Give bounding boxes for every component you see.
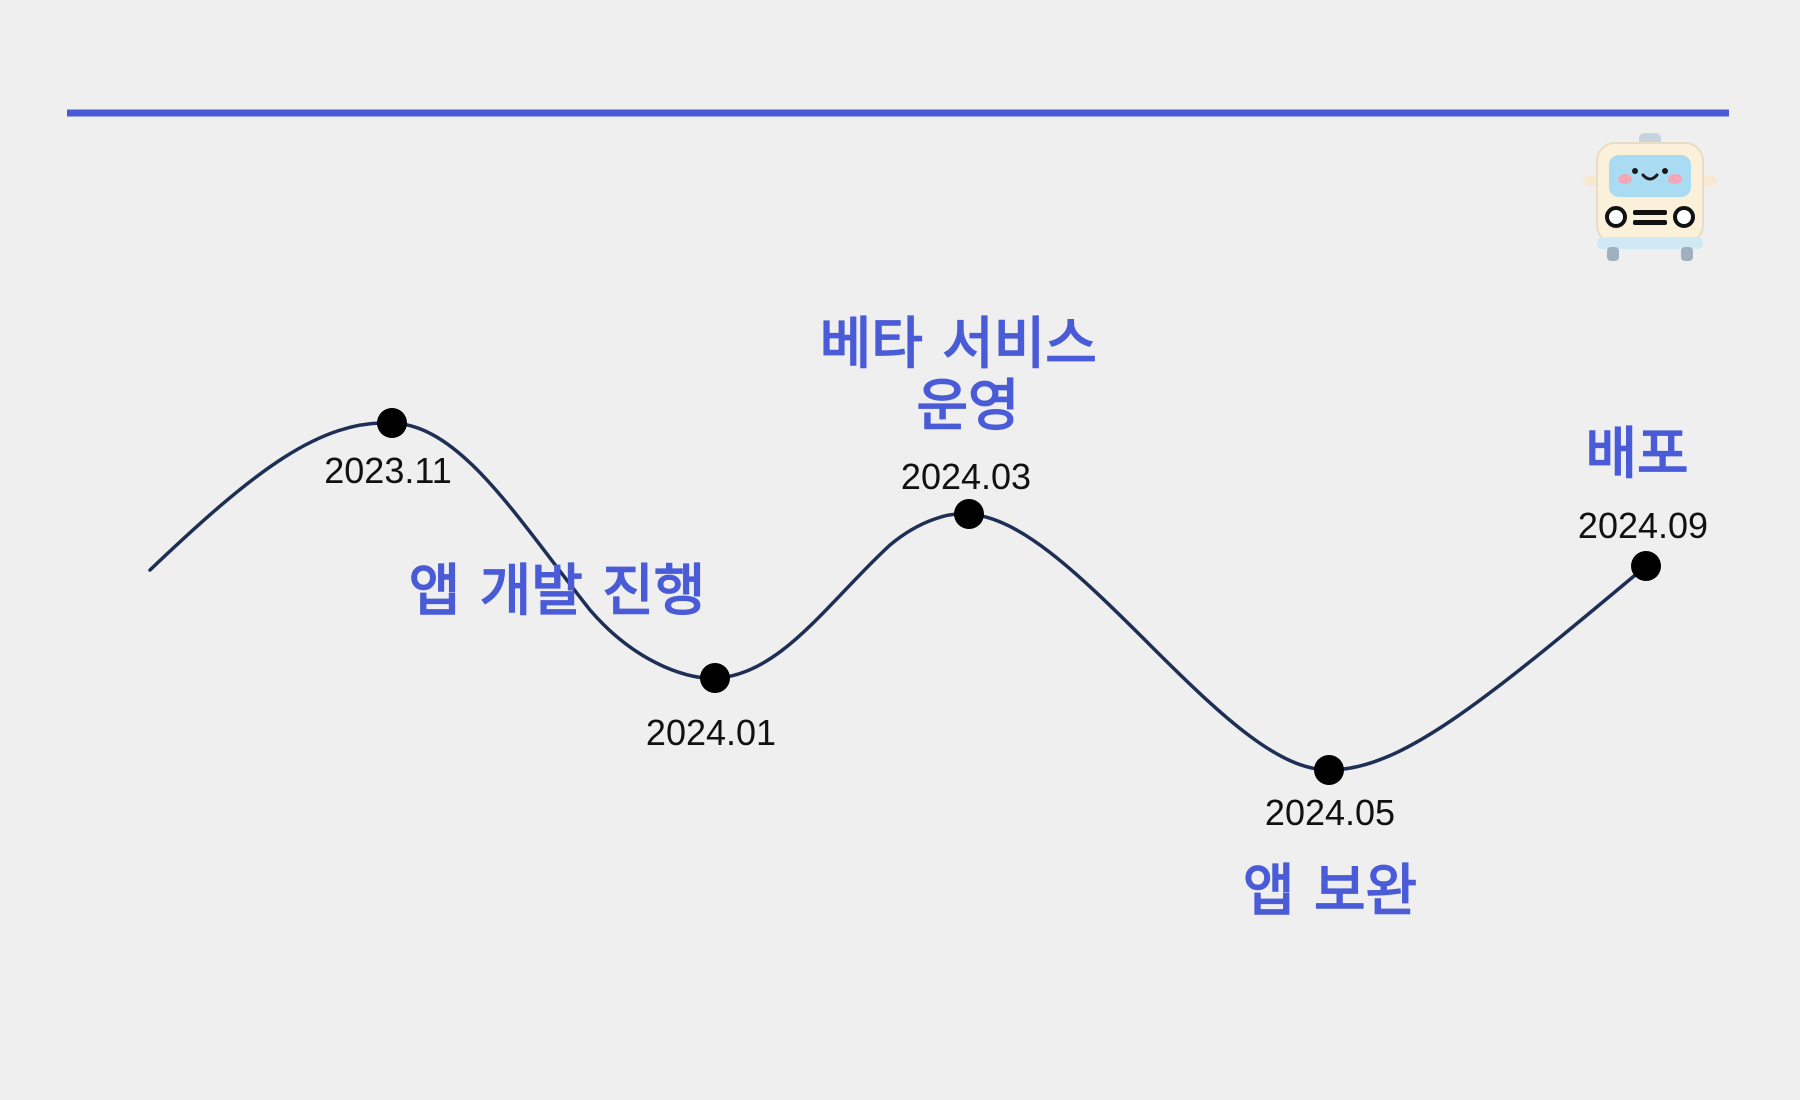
phase-label-line: 운영: [916, 374, 1019, 439]
taxi-car-icon: [1583, 133, 1717, 261]
milestone-date-2024-09: 2024.09: [1578, 505, 1708, 546]
milestone-date-2024-03: 2024.03: [901, 456, 1031, 497]
phase-label-beta-service: 베타 서비스 운영: [820, 312, 1117, 439]
phase-label-line: 앱 개발 진행: [409, 559, 706, 624]
milestone-marker-2024-05: [1314, 755, 1344, 785]
milestone-marker-2024-09: [1631, 551, 1661, 581]
milestone-date-2024-05: 2024.05: [1265, 792, 1395, 833]
milestone-date-2024-01: 2024.01: [646, 712, 776, 753]
phase-label-line: 베타 서비스: [820, 312, 1097, 377]
phase-label-app-development: 앱 개발 진행: [409, 559, 706, 624]
phase-label-release: 배포: [1585, 422, 1688, 487]
phase-label-app-improvement: 앱 보완: [1243, 859, 1417, 924]
milestone-marker-2023-11: [377, 408, 407, 438]
milestone-marker-2024-03: [954, 499, 984, 529]
milestone-date-2023-11: 2023.11: [324, 450, 451, 491]
phase-label-line: 앱 보완: [1243, 859, 1417, 924]
milestone-marker-2024-01: [700, 663, 730, 693]
phase-label-line: 배포: [1585, 422, 1688, 487]
